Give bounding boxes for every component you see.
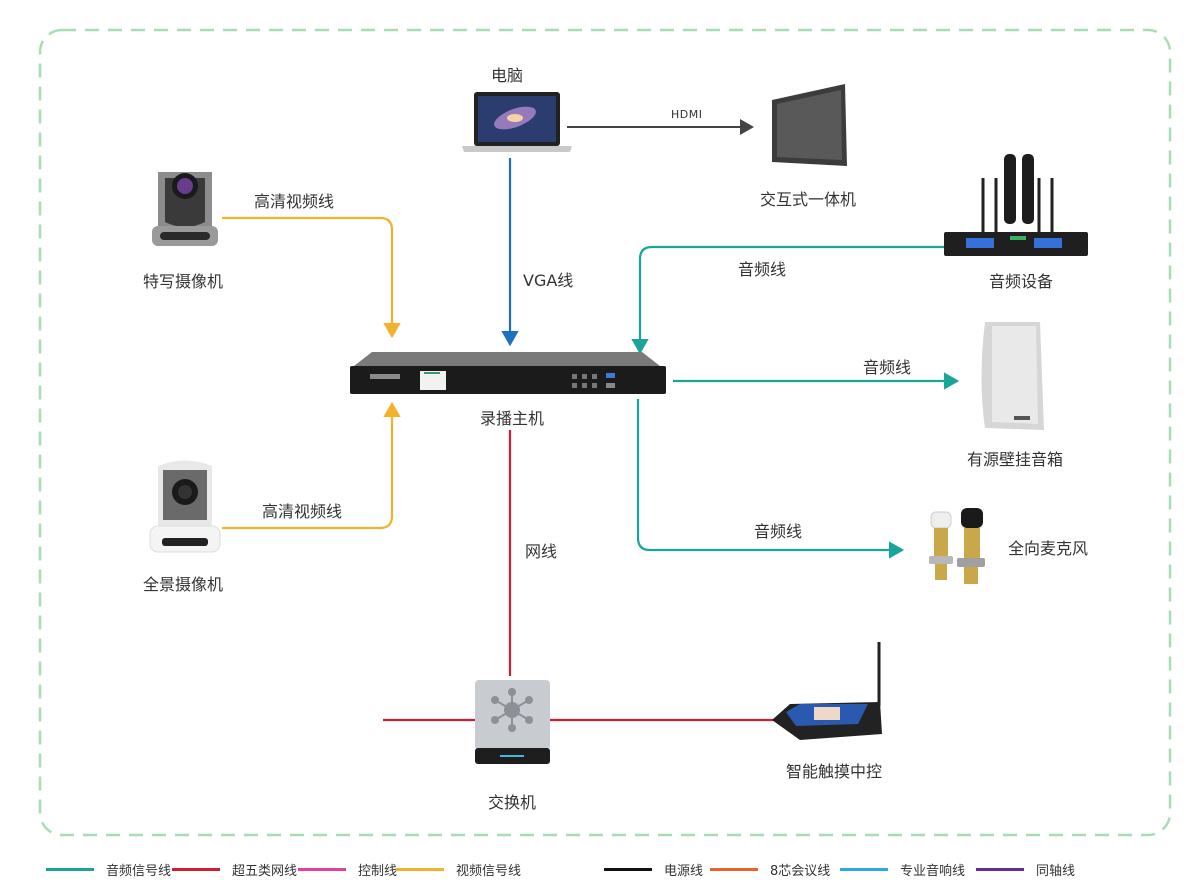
legend-label: 超五类网线 xyxy=(232,863,298,879)
legend-swatch xyxy=(298,867,346,871)
touch-controller-label: 智能触摸中控 xyxy=(786,762,883,781)
legend-item-cat5: 超五类网线 xyxy=(172,858,297,880)
legend-label: 专业音响线 xyxy=(900,863,966,879)
recorder-host-icon xyxy=(350,352,666,394)
legend-label: 电源线 xyxy=(664,863,704,879)
legend-swatch xyxy=(976,867,1024,871)
wall-speaker-label: 有源壁挂音箱 xyxy=(967,450,1064,469)
audio-receiver-icon xyxy=(944,154,1088,256)
legend-item-power: 电源线 xyxy=(604,858,703,880)
legend-item-pro-audio: 专业音响线 xyxy=(840,858,965,880)
recorder-host-label: 录播主机 xyxy=(480,409,545,428)
legend-item-audio: 音频信号线 xyxy=(46,858,171,880)
legend-swatch xyxy=(172,867,220,871)
audio-mic-label: 音频线 xyxy=(754,522,803,541)
video-wire-top xyxy=(222,216,401,339)
interactive-display-icon xyxy=(772,84,847,166)
interactive-display-label: 交互式一体机 xyxy=(760,190,857,209)
legend-item-coax: 同轴线 xyxy=(976,858,1075,880)
hd-video-top-label: 高清视频线 xyxy=(254,192,335,211)
audio-in-label: 音频线 xyxy=(738,260,787,279)
legend-label: 8芯会议线 xyxy=(770,863,831,879)
legend-label: 同轴线 xyxy=(1036,863,1076,879)
computer-label: 电脑 xyxy=(491,66,524,85)
network-switch-icon xyxy=(475,680,550,764)
vga-label: VGA线 xyxy=(523,271,574,290)
legend: 音频信号线 超五类网线 控制线 视频信号线 电源线 8芯会议线 专业音响线 同轴… xyxy=(0,858,1200,880)
legend-label: 视频信号线 xyxy=(456,863,522,879)
legend-item-control: 控制线 xyxy=(298,858,397,880)
dashed-frame xyxy=(38,28,1172,837)
audio-wire-in xyxy=(631,245,945,355)
audio-wire-mic xyxy=(636,399,905,559)
wall-speaker-icon xyxy=(981,322,1044,430)
video-wire-bottom xyxy=(222,401,401,530)
legend-swatch xyxy=(604,867,652,871)
legend-swatch xyxy=(710,867,758,871)
closeup-camera-label: 特写摄像机 xyxy=(143,272,224,291)
legend-swatch xyxy=(46,867,94,871)
laptop-icon xyxy=(462,92,572,152)
network-label: 网线 xyxy=(525,542,558,561)
legend-swatch xyxy=(396,867,444,871)
legend-item-video: 视频信号线 xyxy=(396,858,521,880)
panorama-camera-label: 全景摄像机 xyxy=(143,575,224,594)
audio-device-label: 音频设备 xyxy=(989,272,1054,291)
panorama-camera-icon xyxy=(149,460,221,553)
omni-microphone-icon xyxy=(929,508,985,584)
legend-label: 控制线 xyxy=(358,863,398,879)
legend-label: 音频信号线 xyxy=(106,863,172,879)
legend-swatch xyxy=(840,867,888,871)
closeup-camera-icon xyxy=(152,172,218,246)
switch-label: 交换机 xyxy=(488,793,537,812)
omni-mic-label: 全向麦克风 xyxy=(1008,539,1089,558)
touch-controller-icon xyxy=(772,642,882,740)
hdmi-label: HDMI xyxy=(671,108,703,121)
legend-item-conference: 8芯会议线 xyxy=(710,858,830,880)
hd-video-bottom-label: 高清视频线 xyxy=(262,502,343,521)
audio-speaker-label: 音频线 xyxy=(863,358,912,377)
